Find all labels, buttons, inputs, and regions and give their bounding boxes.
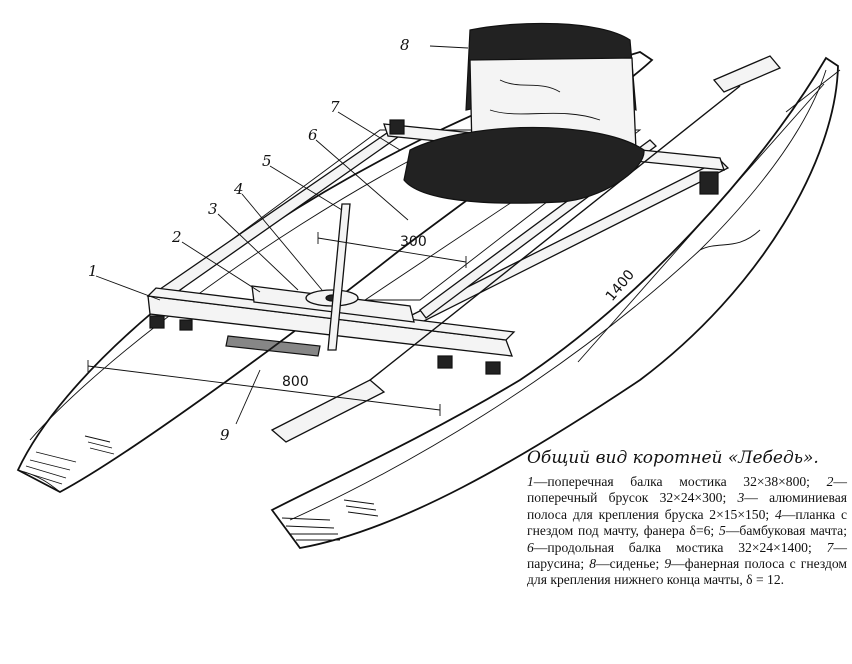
mast — [327, 203, 351, 351]
label-6: 6 — [308, 126, 318, 144]
caption-item-4-text: —планка с гнездом под мачту, фанера δ=6; — [527, 506, 847, 539]
caption-item-9-num: 9 — [664, 556, 672, 572]
caption-item-1-text: —поперечная балка мостика 32×38×800; — [533, 474, 810, 489]
oar — [270, 55, 782, 443]
caption-item-3-num: 3 — [737, 490, 745, 506]
caption-title: Общий вид коротней «Лебедь». — [527, 448, 819, 468]
leader-lines — [95, 45, 469, 425]
dimension-300: 300 — [400, 234, 427, 250]
caption-item-5-num: 5 — [719, 523, 726, 539]
caption-item-8-num: 8 — [589, 556, 597, 572]
label-7: 7 — [330, 98, 340, 116]
label-3: 3 — [208, 200, 218, 218]
label-8: 8 — [400, 36, 410, 54]
caption-item-7-num: 7 — [826, 539, 834, 555]
seat — [403, 22, 645, 204]
caption-item-1-num: 1 — [527, 474, 534, 489]
left-hull-bow-hatching — [23, 435, 115, 485]
caption-item-8-text: —сиденье; — [596, 556, 660, 572]
caption-item-4-num: 4 — [774, 506, 782, 522]
caption-item-6-text: —продольная балка мостика 32×24×1400; — [533, 539, 812, 555]
caption-item-3-text: — алюминиевая полоса для крепления бруск… — [527, 490, 847, 522]
caption-item-5-text: —бамбуковая мачта; — [725, 523, 847, 539]
label-1: 1 — [88, 262, 98, 280]
plywood-strip — [225, 335, 321, 357]
caption-body: 1—поперечная балка мостика 32×38×800; 2—… — [527, 474, 847, 589]
dimension-800: 800 — [282, 374, 309, 390]
dimension-lines — [87, 83, 825, 416]
figure-caption: Общий вид коротней «Лебедь». 1—поперечна… — [527, 448, 847, 589]
right-hull — [270, 56, 841, 549]
caption-item-2-num: 2 — [826, 474, 834, 489]
caption-item-2-text: — поперечный брусок 32×24×300; — [527, 474, 847, 506]
label-4: 4 — [233, 180, 244, 198]
caption-item-9-text: —фанерная полоса с гнездом для крепления… — [527, 556, 848, 588]
label-5: 5 — [262, 152, 272, 170]
label-9: 9 — [220, 426, 230, 444]
right-hull-bow-hatching — [281, 499, 379, 541]
caption-item-7-text: — парусина; — [527, 539, 847, 572]
caption-item-6-num: 6 — [527, 539, 534, 555]
label-2: 2 — [171, 228, 182, 246]
